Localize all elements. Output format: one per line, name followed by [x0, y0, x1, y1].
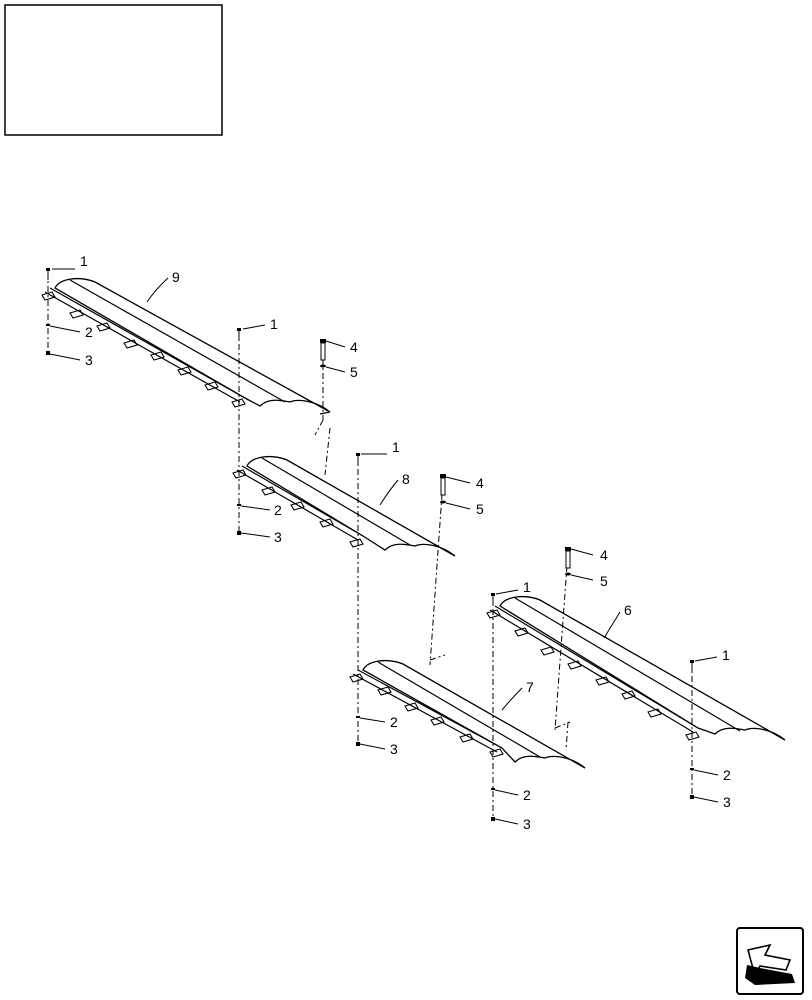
- callout-1: 1: [80, 253, 88, 269]
- screw-icon: [356, 453, 360, 465]
- shield-part-8: [232, 455, 456, 557]
- callout-3: 3: [85, 352, 93, 368]
- nut-icon: [491, 817, 495, 821]
- washer-icon: [565, 572, 571, 576]
- callout-7: 7: [526, 679, 534, 695]
- mounting-tabs: [349, 673, 504, 758]
- screw-icon: [491, 593, 495, 605]
- callout-2: 2: [523, 787, 531, 803]
- washer-icon: [356, 716, 360, 718]
- bolt-icon: [320, 339, 326, 361]
- navigation-arrow-icon[interactable]: [736, 927, 804, 995]
- hardware: [46, 268, 694, 821]
- callout-4: 4: [350, 339, 358, 355]
- callout-2: 2: [274, 502, 282, 518]
- washer-icon: [690, 768, 694, 770]
- callout-5: 5: [600, 573, 608, 589]
- callout-2: 2: [390, 714, 398, 730]
- bolt-icon: [440, 474, 446, 496]
- callout-2: 2: [723, 767, 731, 783]
- leader-lines: [49, 268, 719, 825]
- callout-1: 1: [392, 439, 400, 455]
- callout-1: 1: [523, 579, 531, 595]
- callout-6: 6: [624, 602, 632, 618]
- callout-8: 8: [402, 471, 410, 487]
- callout-3: 3: [390, 741, 398, 757]
- callout-5: 5: [350, 364, 358, 380]
- screw-icon: [237, 328, 241, 340]
- nut-icon: [356, 742, 360, 746]
- callout-3: 3: [274, 529, 282, 545]
- nut-icon: [690, 795, 694, 799]
- shield-part-6: [486, 595, 786, 741]
- alignment-lines: [47, 272, 693, 820]
- callout-1: 1: [270, 316, 278, 332]
- callouts: 1 9 2 3 1 4 5 1 8 2 3 4 5 4 5 1 6 1 7 2 …: [80, 253, 731, 832]
- screw-icon: [690, 660, 694, 672]
- screw-icon: [46, 268, 50, 280]
- shield-part-9: [41, 277, 331, 415]
- washer-icon: [320, 364, 326, 368]
- callout-4: 4: [600, 547, 608, 563]
- callout-9: 9: [172, 269, 180, 285]
- callout-1: 1: [722, 647, 730, 663]
- nut-icon: [237, 531, 241, 535]
- callout-5: 5: [476, 501, 484, 517]
- bolt-icon: [565, 547, 571, 569]
- callout-3: 3: [523, 816, 531, 832]
- callout-3: 3: [723, 794, 731, 810]
- washer-icon: [237, 504, 241, 506]
- title-box: [4, 4, 223, 136]
- callout-4: 4: [476, 475, 484, 491]
- washer-icon: [46, 324, 50, 326]
- washer-icon: [440, 500, 446, 504]
- nut-icon: [46, 351, 50, 355]
- shield-part-7: [349, 659, 586, 769]
- callout-2: 2: [85, 324, 93, 340]
- washer-icon: [491, 788, 495, 790]
